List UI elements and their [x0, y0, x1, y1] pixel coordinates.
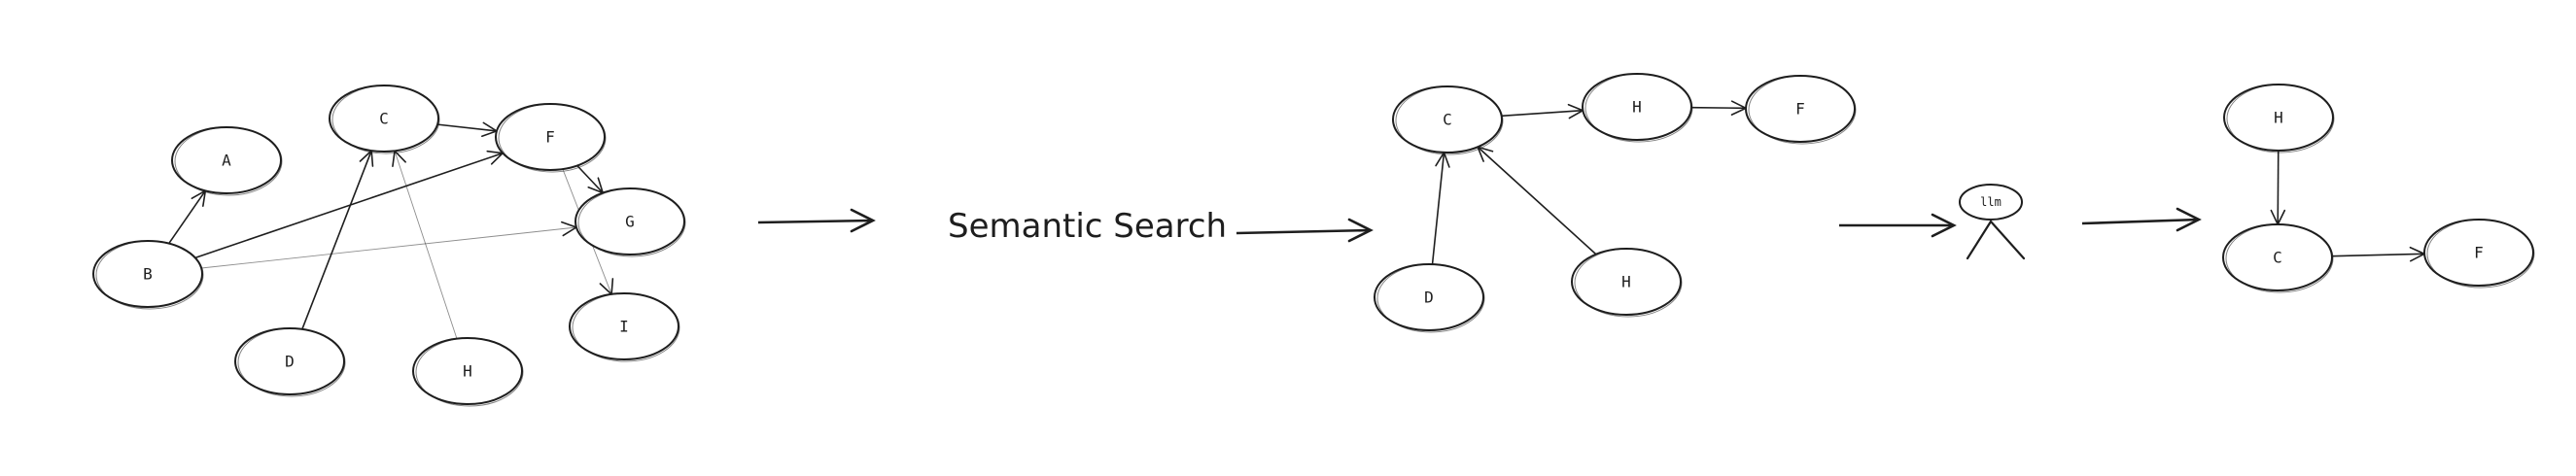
edge-b-to-a	[168, 188, 207, 245]
node-label: C	[379, 110, 389, 128]
node-label: F	[2474, 244, 2484, 262]
node-f: F	[495, 103, 607, 173]
semantic-search-label: Semantic Search	[948, 207, 1227, 246]
node-label: H	[1621, 273, 1631, 291]
edge-h2-to-c	[1476, 146, 1597, 255]
llm-head	[1959, 184, 2023, 221]
flow-arrow-3	[1839, 213, 1957, 238]
node-label: H	[463, 362, 472, 381]
flow-arrow-4	[2081, 207, 2202, 232]
full-graph: A B C F G D H I	[92, 85, 686, 407]
node-h2: H	[1571, 248, 1683, 318]
node-label: F	[545, 128, 555, 147]
node-d: D	[234, 327, 346, 397]
edge-f-to-g	[576, 164, 605, 194]
node-label: C	[2273, 249, 2282, 267]
node-label: G	[625, 213, 635, 231]
node-c: C	[329, 85, 440, 154]
edge-b-to-g	[201, 221, 578, 269]
edge-c-to-h1	[1501, 103, 1585, 119]
retrieved-subgraph: C H F D H	[1374, 73, 1857, 333]
node-f: F	[1745, 75, 1857, 145]
node-b: B	[92, 240, 204, 310]
node-g: G	[574, 187, 686, 257]
node-f: F	[2423, 219, 2535, 289]
edge-c-to-f	[436, 121, 499, 138]
edge-h1-to-f	[1690, 100, 1748, 116]
node-label: I	[619, 318, 629, 336]
node-c: C	[2222, 223, 2334, 293]
node-label: A	[222, 152, 231, 170]
edge-d-to-c	[1431, 151, 1450, 265]
llm-figure: llm	[1959, 184, 2026, 260]
result-graph: H C F	[2222, 84, 2535, 293]
node-label: D	[285, 353, 295, 371]
llm-label: llm	[1980, 195, 2002, 209]
node-label: D	[1424, 289, 1434, 307]
edge-h-to-c	[2270, 150, 2286, 226]
flow-arrow-2	[1236, 218, 1374, 243]
node-label: H	[1632, 98, 1642, 117]
node-h: H	[412, 337, 524, 407]
edge-c-to-f	[2331, 246, 2426, 262]
node-label: B	[143, 265, 153, 284]
node-c: C	[1392, 85, 1504, 155]
node-h1: H	[1582, 73, 1693, 143]
llm-right-leg	[1989, 220, 2026, 260]
node-h: H	[2223, 84, 2335, 153]
node-label: F	[1795, 100, 1805, 119]
node-label: C	[1443, 111, 1452, 129]
node-i: I	[569, 292, 680, 362]
node-label: H	[2274, 109, 2283, 127]
node-d: D	[1374, 263, 1485, 333]
edge-d-to-c	[301, 149, 374, 330]
flow-arrow-1	[757, 208, 876, 233]
node-a: A	[171, 126, 283, 196]
llm-left-leg	[1966, 220, 1993, 260]
